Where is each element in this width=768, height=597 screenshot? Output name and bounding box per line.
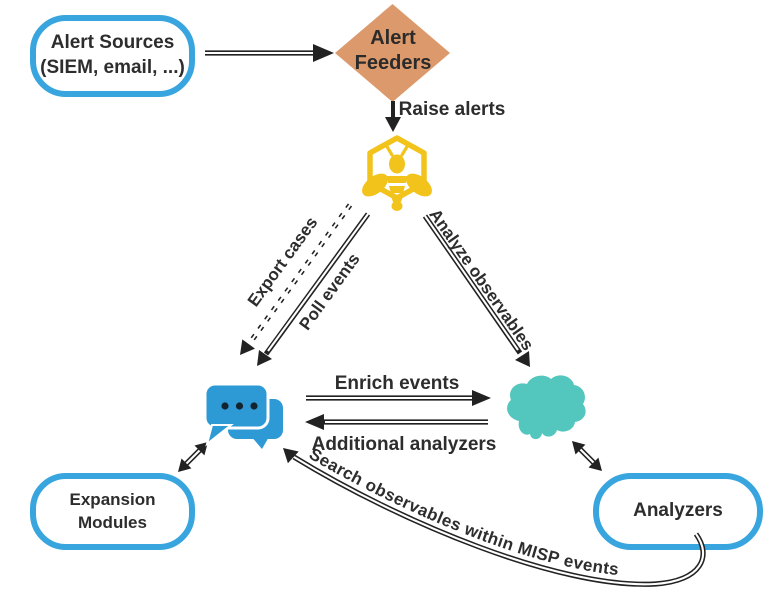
expansion-modules-node: Expansion Modules (30, 473, 195, 550)
analyzers-node: Analyzers (593, 473, 763, 550)
expansion-modules-label: Expansion Modules (69, 490, 156, 532)
alert-sources-node: Alert Sources (SIEM, email, ...) (30, 15, 195, 97)
alert-sources-line2: (SIEM, email, ...) (40, 57, 185, 78)
alert-sources-line1: Alert Sources (50, 32, 175, 54)
analyzers-label: Analyzers (633, 500, 723, 522)
